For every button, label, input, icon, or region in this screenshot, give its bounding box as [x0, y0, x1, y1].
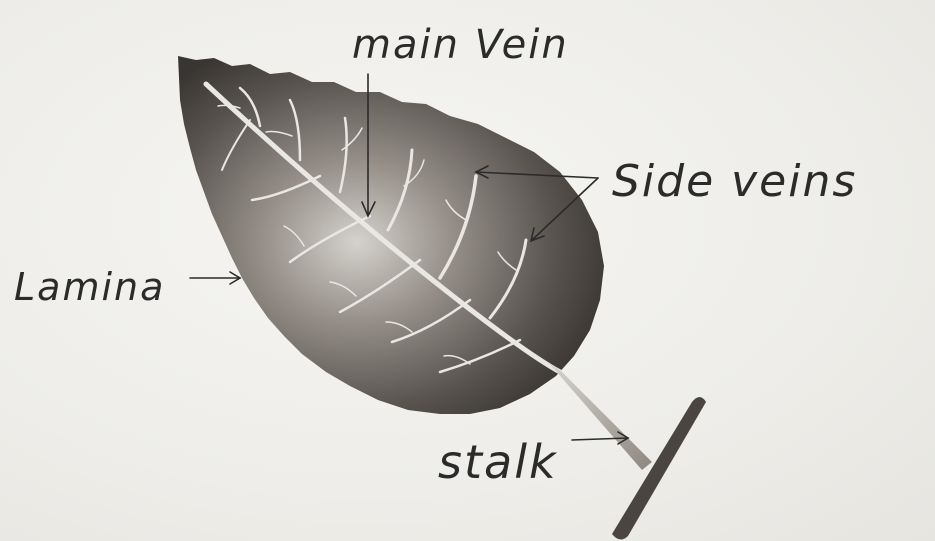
side-veins-label: Side veins — [612, 156, 857, 207]
leaf-stalk — [548, 362, 652, 470]
main-vein-label: main Vein — [352, 22, 569, 68]
lamina-label: Lamina — [14, 265, 165, 309]
stem — [612, 397, 706, 540]
stalk-label: stalk — [438, 435, 558, 489]
